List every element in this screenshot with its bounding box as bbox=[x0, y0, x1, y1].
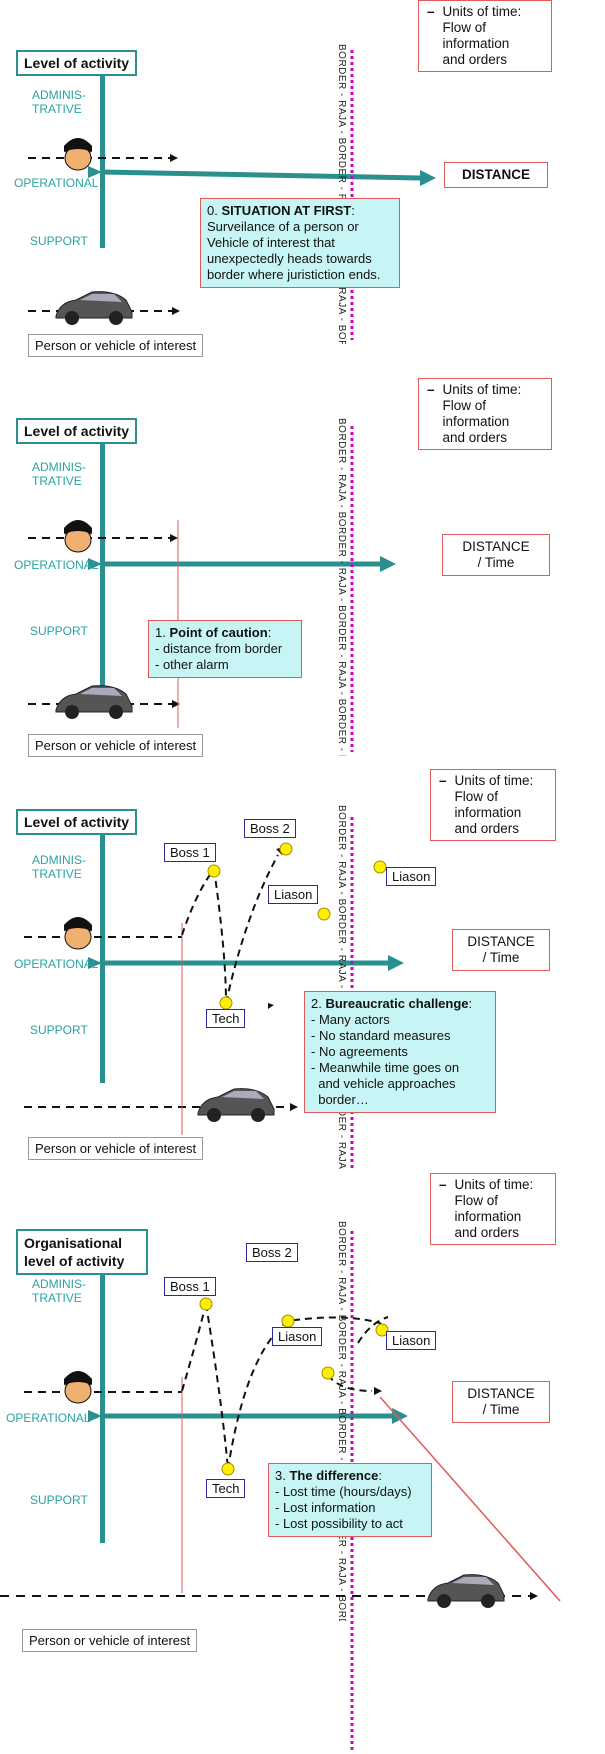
operational-label: OPERATIONAL bbox=[14, 558, 99, 572]
operational-label: OPERATIONAL bbox=[14, 957, 99, 971]
operational-label: OPERATIONAL bbox=[6, 1411, 91, 1425]
car-icon bbox=[194, 1085, 278, 1130]
car-icon bbox=[52, 288, 136, 333]
point-of-caution-body: - distance from border- other alarm bbox=[155, 641, 283, 672]
actor-liason-1: Liason bbox=[268, 885, 319, 904]
actor-liason-2: Liason bbox=[386, 867, 437, 886]
person-of-interest-label: Person or vehicle of interest bbox=[28, 1137, 204, 1160]
support-label: SUPPORT bbox=[30, 1493, 88, 1507]
border-label: BORDER - RAJA - BORDER - RAJA - BORDER -… bbox=[336, 418, 347, 756]
person-icon bbox=[58, 510, 98, 559]
border-label: BORDER - RAJA - BORDER - RAJA - BORDER -… bbox=[336, 1221, 347, 1621]
person-of-interest-label: Person or vehicle of interest bbox=[22, 1629, 198, 1652]
actor-dot bbox=[207, 864, 221, 878]
administrative-label: ADMINIS-TRATIVE bbox=[32, 1277, 86, 1305]
border-label: BORDER - RAJA - BORDER - RAJA - BORDER -… bbox=[336, 44, 347, 344]
distance-label: DISTANCE bbox=[444, 162, 548, 188]
level-of-activity-label: Level of activity bbox=[16, 809, 138, 835]
person-of-interest-label: Person or vehicle of interest bbox=[28, 734, 204, 757]
panel-2: BORDER - RAJA - BORDER - RAJA - BORDER -… bbox=[0, 763, 605, 1173]
distance-label: DISTANCE/ Time bbox=[452, 929, 550, 971]
border-label: BORDER - RAJA - BORDER - RAJA - BORDER -… bbox=[336, 805, 347, 1169]
actor-boss-2: Boss 2 bbox=[244, 819, 296, 838]
actor-dot bbox=[317, 907, 331, 921]
actor-boss-1: Boss 1 bbox=[164, 1277, 216, 1296]
administrative-label: ADMINIS-TRATIVE bbox=[32, 460, 86, 488]
administrative-label: ADMINIS-TRATIVE bbox=[32, 88, 86, 116]
level-of-activity-label: Level of activity bbox=[16, 50, 138, 76]
panel-1: BORDER - RAJA - BORDER - RAJA - BORDER -… bbox=[0, 378, 605, 763]
level-of-activity-label: Organisational level of activity bbox=[16, 1229, 148, 1275]
actor-dot bbox=[199, 1297, 213, 1311]
operational-label: OPERATIONAL bbox=[14, 176, 99, 190]
actor-boss-2: Boss 2 bbox=[246, 1243, 298, 1262]
panel-0: BORDER - RAJA - BORDER - RAJA - BORDER -… bbox=[0, 0, 605, 395]
level-of-activity-label: Level of activity bbox=[16, 418, 138, 444]
person-icon bbox=[58, 128, 98, 177]
the-difference-body: - Lost time (hours/days)- Lost informati… bbox=[275, 1484, 412, 1531]
actor-liason-2: Liason bbox=[386, 1331, 437, 1350]
support-label: SUPPORT bbox=[30, 624, 88, 638]
actor-tech: Tech bbox=[206, 1009, 246, 1028]
person-of-interest-label: Person or vehicle of interest bbox=[28, 334, 204, 357]
actor-dot bbox=[219, 996, 233, 1010]
person-icon bbox=[58, 1361, 98, 1410]
actor-boss-1: Boss 1 bbox=[164, 843, 216, 862]
actor-dot bbox=[373, 860, 387, 874]
bureaucratic-challenge-note: 2. Bureaucratic challenge: - Many actors… bbox=[304, 991, 496, 1113]
bureaucratic-challenge-body: - Many actors- No standard measures- No … bbox=[311, 1012, 460, 1107]
support-label: SUPPORT bbox=[30, 234, 88, 248]
panel-3: BORDER - RAJA - BORDER - RAJA - BORDER -… bbox=[0, 1173, 605, 1754]
actor-liason-1: Liason bbox=[272, 1327, 323, 1346]
car-icon bbox=[52, 682, 136, 727]
the-difference-note: 3. The difference: - Lost time (hours/da… bbox=[268, 1463, 432, 1537]
car-icon bbox=[424, 1571, 508, 1616]
actor-dot bbox=[281, 1314, 295, 1328]
actor-tech: Tech bbox=[206, 1479, 246, 1498]
actor-dot bbox=[221, 1462, 235, 1476]
distance-label: DISTANCE/ Time bbox=[452, 1381, 550, 1423]
actor-dot bbox=[321, 1366, 335, 1380]
person-icon bbox=[58, 907, 98, 956]
administrative-label: ADMINIS-TRATIVE bbox=[32, 853, 86, 881]
point-of-caution-note: 1. Point of caution: - distance from bor… bbox=[148, 620, 302, 678]
situation-note: 0. SITUATION AT FIRST: Surveilance of a … bbox=[200, 198, 400, 288]
distance-label: DISTANCE/ Time bbox=[442, 534, 550, 576]
support-label: SUPPORT bbox=[30, 1023, 88, 1037]
actor-dot bbox=[279, 842, 293, 856]
